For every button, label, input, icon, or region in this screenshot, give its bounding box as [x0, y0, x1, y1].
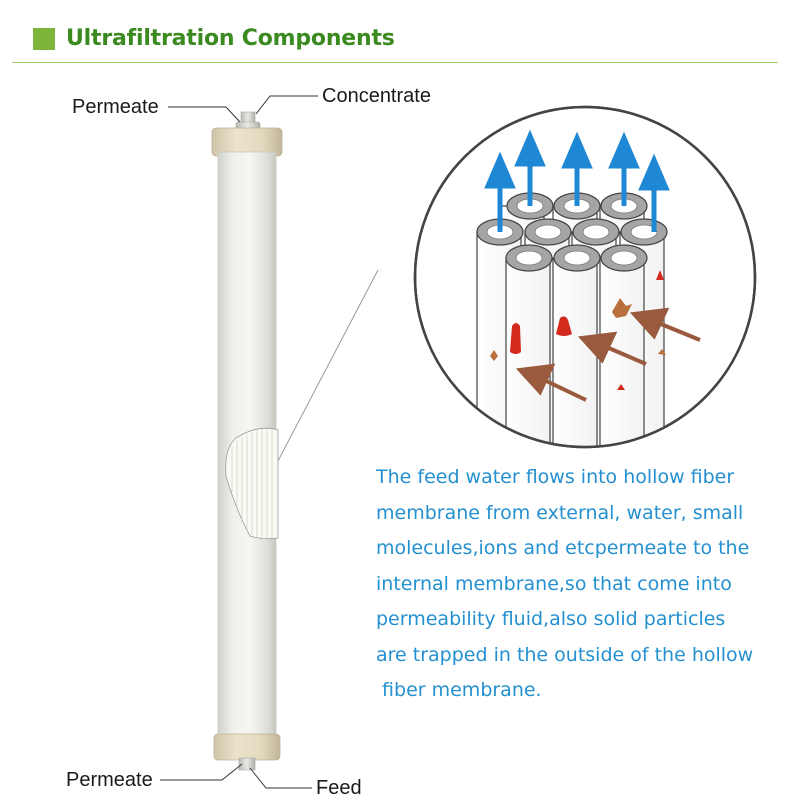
- zoom-circle: [413, 105, 757, 449]
- zoom-leader-lines: [267, 269, 379, 481]
- description-line: molecules,ions and etcpermeate to the: [376, 537, 750, 559]
- permeate-bottom-label: Permeate: [66, 769, 153, 791]
- label-leaders: [160, 95, 318, 789]
- fiber-ends-front: [505, 244, 648, 272]
- permeate-flow-arrows: [484, 129, 670, 232]
- membrane-module: [211, 111, 283, 771]
- permeate-top-label: Permeate: [72, 96, 159, 118]
- hollow-fiber-bundle: [476, 129, 701, 447]
- description-line: The feed water flows into hollow fiber: [376, 466, 735, 488]
- description-line: internal membrane,so that come into: [376, 572, 732, 595]
- description-line: membrane from external, water, small: [376, 501, 744, 524]
- description-line: are trapped in the outside of the hollow: [376, 643, 754, 666]
- page-title: Ultrafiltration Components: [66, 26, 395, 51]
- description-text: The feed water flows into hollow fiber m…: [376, 460, 786, 709]
- bottom-end-cap: [213, 733, 281, 761]
- feed-label: Feed: [316, 777, 362, 799]
- particles: [490, 270, 666, 390]
- header: Ultrafiltration Components: [0, 0, 800, 64]
- description-line: fiber membrane.: [376, 679, 542, 701]
- description-line: permeability fluid,also solid particles: [376, 608, 726, 630]
- bottom-nozzle: [238, 757, 256, 771]
- header-divider: [12, 62, 778, 63]
- feed-flow-arrows: [515, 307, 701, 402]
- cutaway-window: [225, 427, 279, 540]
- header-accent-square: [33, 28, 55, 50]
- concentrate-label: Concentrate: [322, 85, 431, 107]
